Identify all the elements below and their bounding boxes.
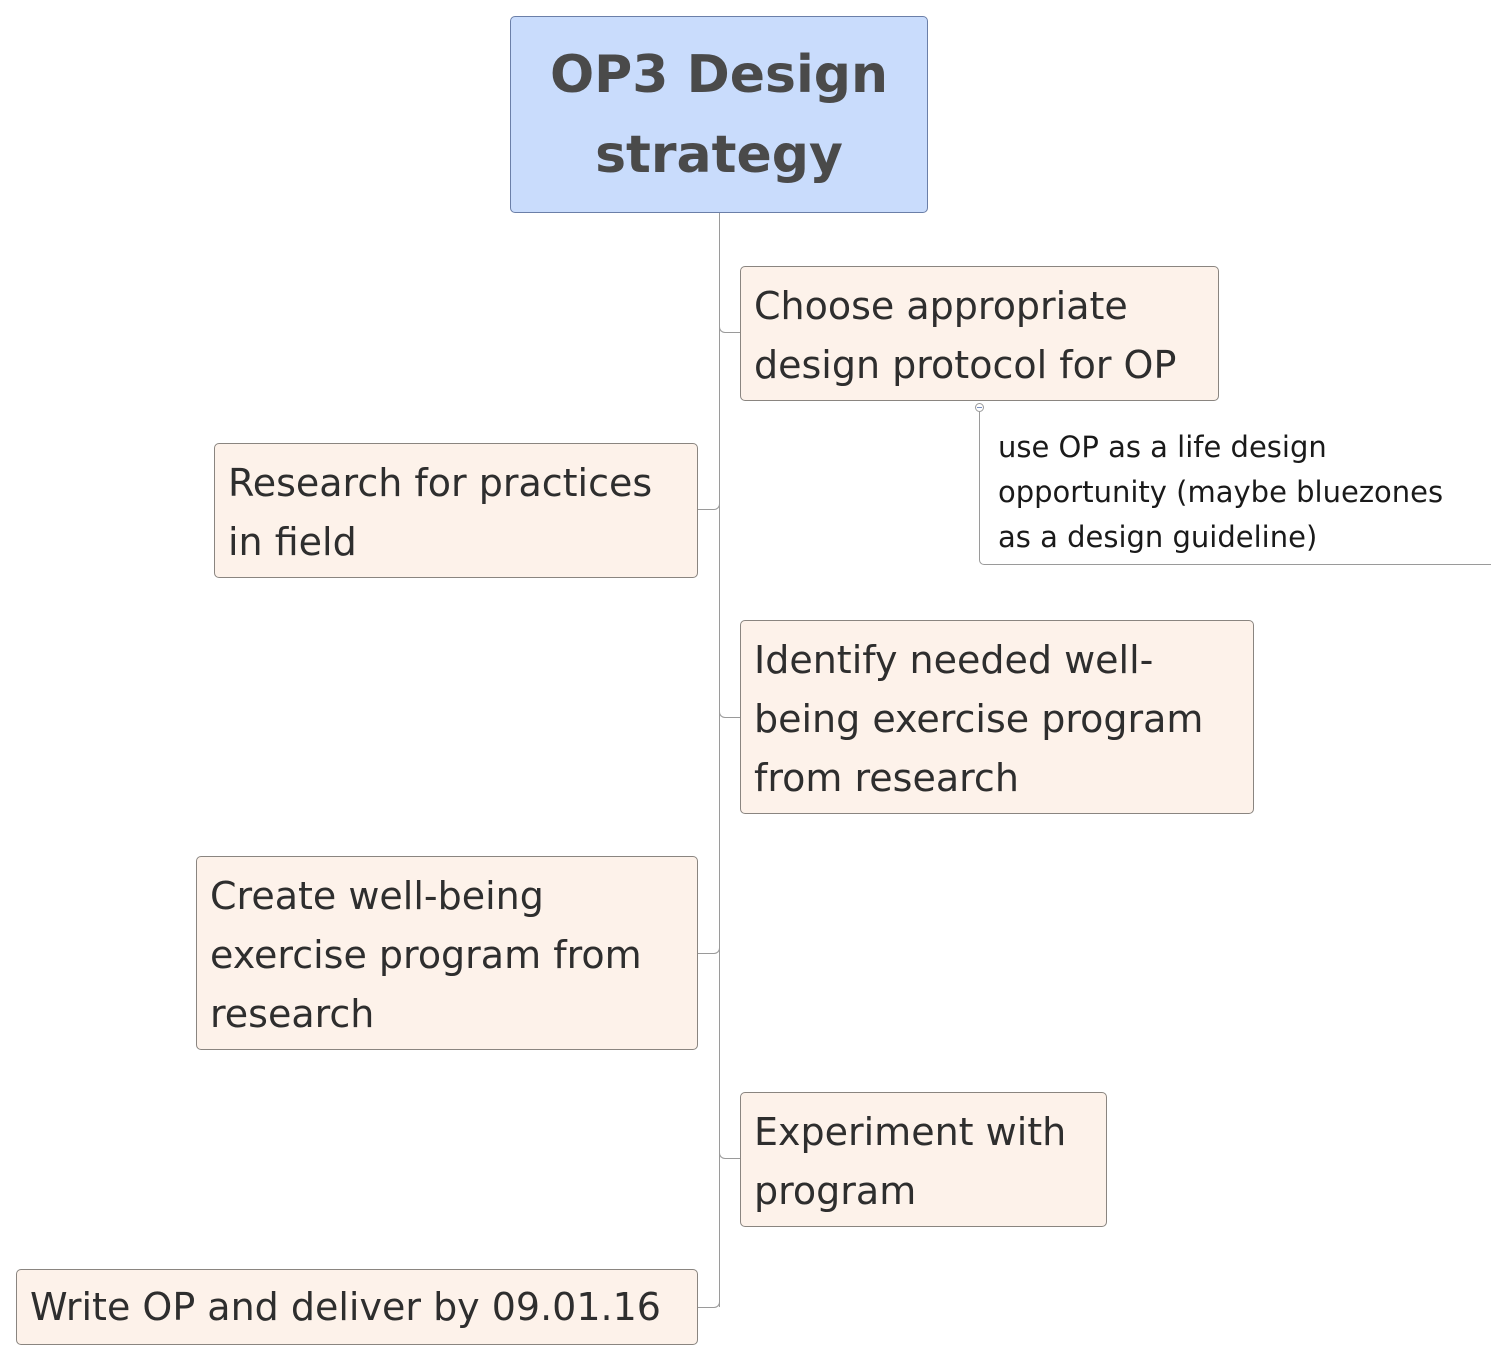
subtopic-life-design-opportunity[interactable]: use OP as a life design opportunity (may… [979, 412, 1491, 565]
connector-topic-4 [697, 922, 720, 954]
connector-topic-6 [697, 1276, 720, 1308]
topic-choose-design-protocol[interactable]: Choose appropriate design protocol for O… [740, 266, 1219, 401]
collapse-toggle-icon[interactable] [975, 403, 984, 412]
topic-label: Identify needed well- being exercise pro… [754, 638, 1204, 800]
topic-create-exercise-program[interactable]: Create well-being exercise program from … [196, 856, 698, 1050]
topic-label: Experiment with program [754, 1110, 1067, 1213]
connector-topic-5 [719, 1125, 741, 1159]
root-topic[interactable]: OP3 Design strategy [510, 16, 928, 213]
subtopic-label: use OP as a life design opportunity (may… [998, 430, 1444, 554]
topic-experiment-program[interactable]: Experiment with program [740, 1092, 1107, 1227]
topic-label: Choose appropriate design protocol for O… [754, 284, 1177, 387]
topic-label: Research for practices in field [228, 461, 653, 564]
connector-topic-1 [719, 300, 741, 333]
trunk-connector [719, 212, 720, 1307]
topic-write-and-deliver[interactable]: Write OP and deliver by 09.01.16 [16, 1269, 698, 1345]
root-topic-label: OP3 Design strategy [549, 44, 889, 185]
topic-label: Create well-being exercise program from … [210, 874, 642, 1036]
topic-research-practices[interactable]: Research for practices in field [214, 443, 698, 578]
topic-identify-exercise-program[interactable]: Identify needed well- being exercise pro… [740, 620, 1254, 814]
connector-topic-2 [697, 478, 720, 510]
topic-label: Write OP and deliver by 09.01.16 [30, 1285, 661, 1329]
connector-topic-3 [719, 685, 741, 718]
